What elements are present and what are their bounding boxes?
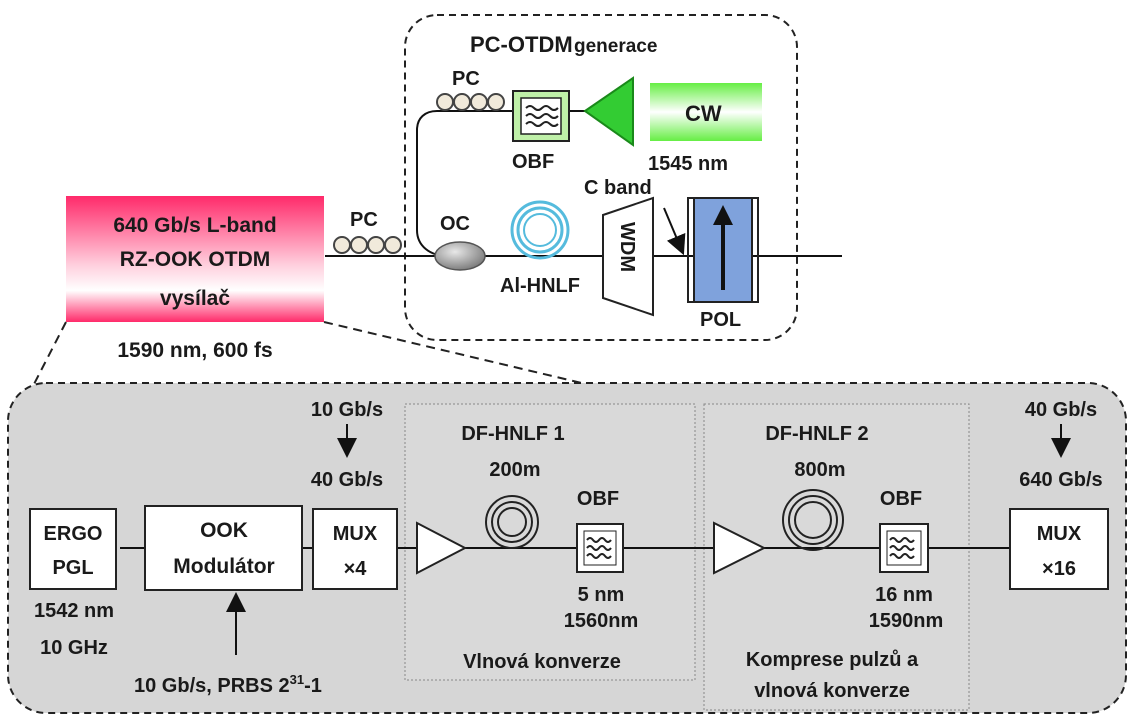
hnlf1-length: 200m — [489, 459, 540, 481]
mux2-line1: MUX — [1037, 523, 1082, 545]
obf2-label: OBF — [880, 488, 922, 510]
zoom-line-right — [323, 321, 587, 385]
polarization-controller-icon — [333, 236, 402, 254]
stage2-caption-line2: vlnová konverze — [754, 680, 910, 702]
hnlf2-label: DF-HNLF 2 — [765, 423, 868, 445]
hnlf2-length: 800m — [794, 459, 845, 481]
wdm-label: WDM — [616, 222, 638, 272]
fiber-coil-icon — [485, 495, 539, 549]
filter-icon — [576, 523, 624, 573]
obf2-center: 1590nm — [869, 610, 944, 632]
mux2-rate-in: 40 Gb/s — [1025, 399, 1097, 421]
zoom-line-left — [31, 321, 67, 389]
pc-left-label: PC — [350, 209, 378, 231]
obf-top-label: OBF — [512, 151, 554, 173]
ergo-pgl-box — [29, 508, 117, 590]
c-band-label: C band — [584, 177, 652, 199]
mux1-rate-out: 40 Gb/s — [311, 469, 383, 491]
polarizer-icon — [687, 197, 759, 303]
amplifier-icon — [713, 521, 767, 575]
stage1-caption: Vlnová konverze — [463, 651, 621, 673]
pc-otdm-generation-section: PC-OTDM generace PC OBF CW 1545 nm — [325, 14, 842, 341]
al-hnlf-label: Al-HNLF — [500, 275, 580, 297]
fiber-coil-icon — [782, 489, 844, 551]
arrow-icon — [663, 207, 686, 256]
pc-otdm-dashed-border — [404, 14, 798, 341]
fiber-coil-icon — [510, 200, 570, 260]
ook-line1: OOK — [200, 519, 248, 542]
mux-x4-box — [312, 508, 398, 590]
transmitter-caption: 1590 nm, 600 fs — [117, 339, 272, 362]
ergo-frequency: 10 GHz — [40, 637, 108, 659]
mux1-line1: MUX — [333, 523, 378, 545]
ergo-wavelength: 1542 nm — [34, 600, 114, 622]
ook-line2: Modulátor — [173, 555, 274, 578]
filter-icon — [512, 90, 570, 142]
ergo-line2: PGL — [52, 557, 93, 579]
stage2-caption-line1: Komprese pulzů a — [746, 649, 919, 671]
filter-icon — [879, 523, 929, 573]
obf1-center: 1560nm — [564, 610, 639, 632]
mux1-rate-in: 10 Gb/s — [311, 399, 383, 421]
transmitter-line3: vysílač — [160, 287, 230, 310]
pc-otdm-subtitle: generace — [574, 36, 657, 57]
mux1-line2: ×4 — [344, 558, 368, 580]
wdm-icon — [602, 196, 654, 317]
obf1-label: OBF — [577, 488, 619, 510]
hnlf1-label: DF-HNLF 1 — [461, 423, 564, 445]
pc-otdm-title: PC-OTDM — [470, 32, 573, 57]
cw-label: CW — [685, 101, 722, 126]
mux2-line2: ×16 — [1042, 558, 1076, 580]
ook-input-label: 10 Gb/s, PRBS 231-1 — [134, 672, 322, 697]
polarization-controller-icon — [436, 93, 505, 111]
transmitter-block: 640 Gb/s L-band RZ-OOK OTDM vysílač 1590… — [66, 196, 324, 362]
transmitter-detail-panel: ERGO PGL 1542 nm 10 GHz OOK Modulátor 10… — [7, 382, 1127, 714]
mux-x16-box — [1009, 508, 1109, 590]
coupler-icon — [434, 241, 486, 271]
mux2-rate-out: 640 Gb/s — [1019, 469, 1102, 491]
ergo-line1: ERGO — [44, 523, 103, 545]
cw-wavelength: 1545 nm — [648, 153, 728, 175]
amplifier-icon — [416, 521, 468, 575]
oc-label: OC — [440, 213, 470, 235]
transmitter-line2: RZ-OOK OTDM — [120, 248, 270, 271]
feedback-fiber-path — [416, 110, 512, 257]
pol-label: POL — [700, 309, 741, 331]
cw-laser-box — [650, 83, 762, 141]
obf1-bandwidth: 5 nm — [578, 584, 625, 606]
transmitter-box — [66, 196, 324, 322]
transmitter-line1: 640 Gb/s L-band — [113, 214, 276, 237]
obf2-bandwidth: 16 nm — [875, 584, 933, 606]
pc-top-label: PC — [452, 68, 480, 90]
ook-modulator-box — [144, 505, 303, 591]
amplifier-icon — [583, 76, 634, 147]
